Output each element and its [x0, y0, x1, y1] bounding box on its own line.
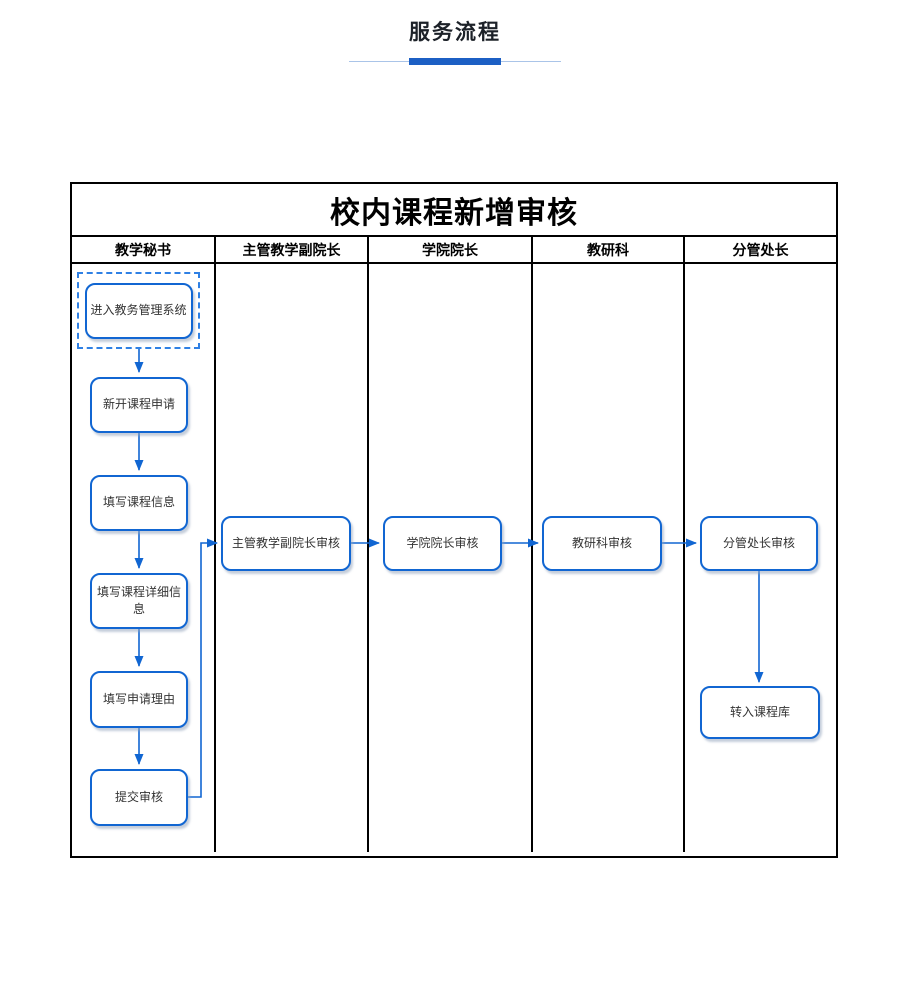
lane-header-college-dean: 学院院长 [369, 237, 533, 262]
diagram-title: 校内课程新增审核 [72, 184, 836, 237]
node-enter-system: 进入教务管理系统 [84, 282, 193, 339]
page-header: 服务流程 [0, 16, 910, 65]
lane-header-research-section: 教研科 [533, 237, 685, 262]
lane-header-row: 教学秘书 主管教学副院长 学院院长 教研科 分管处长 [72, 237, 836, 264]
flow-arrows [134, 349, 764, 798]
lane-divider [214, 264, 216, 852]
node-vice-dean-review: 主管教学副院长审核 [221, 516, 351, 571]
node-dean-review: 学院院长审核 [383, 516, 502, 571]
lane-header-division-chief: 分管处长 [732, 242, 789, 259]
node-submit-review: 提交审核 [90, 769, 188, 826]
node-fill-course-detail: 填写课程详细信息 [90, 573, 188, 629]
page-title: 服务流程 [409, 20, 501, 44]
flowchart-table: 校内课程新增审核 教学秘书 主管教学副院长 学院院长 教研科 分管处长 [70, 182, 838, 858]
lane-header-vice-dean: 主管教学副院长 [216, 237, 369, 262]
lane-divider [531, 264, 533, 852]
node-fill-course-info: 填写课程信息 [90, 475, 188, 531]
node-research-section-review: 教研科审核 [542, 516, 662, 571]
lane-divider [367, 264, 369, 852]
node-to-course-library: 转入课程库 [700, 686, 820, 739]
start-node-dashed-frame: 进入教务管理系统 [77, 272, 200, 349]
title-underline [349, 58, 561, 65]
lane-divider [683, 264, 685, 852]
node-new-course-apply: 新开课程申请 [90, 377, 188, 433]
lane-header-teaching-secretary: 教学秘书 [72, 237, 216, 262]
underline-accent-bar [409, 58, 501, 65]
node-fill-apply-reason: 填写申请理由 [90, 671, 188, 728]
flowchart-body: 进入教务管理系统 新开课程申请 填写课程信息 填写课程详细信息 填写申请理由 提… [72, 264, 836, 852]
node-division-chief-review: 分管处长审核 [700, 516, 818, 571]
